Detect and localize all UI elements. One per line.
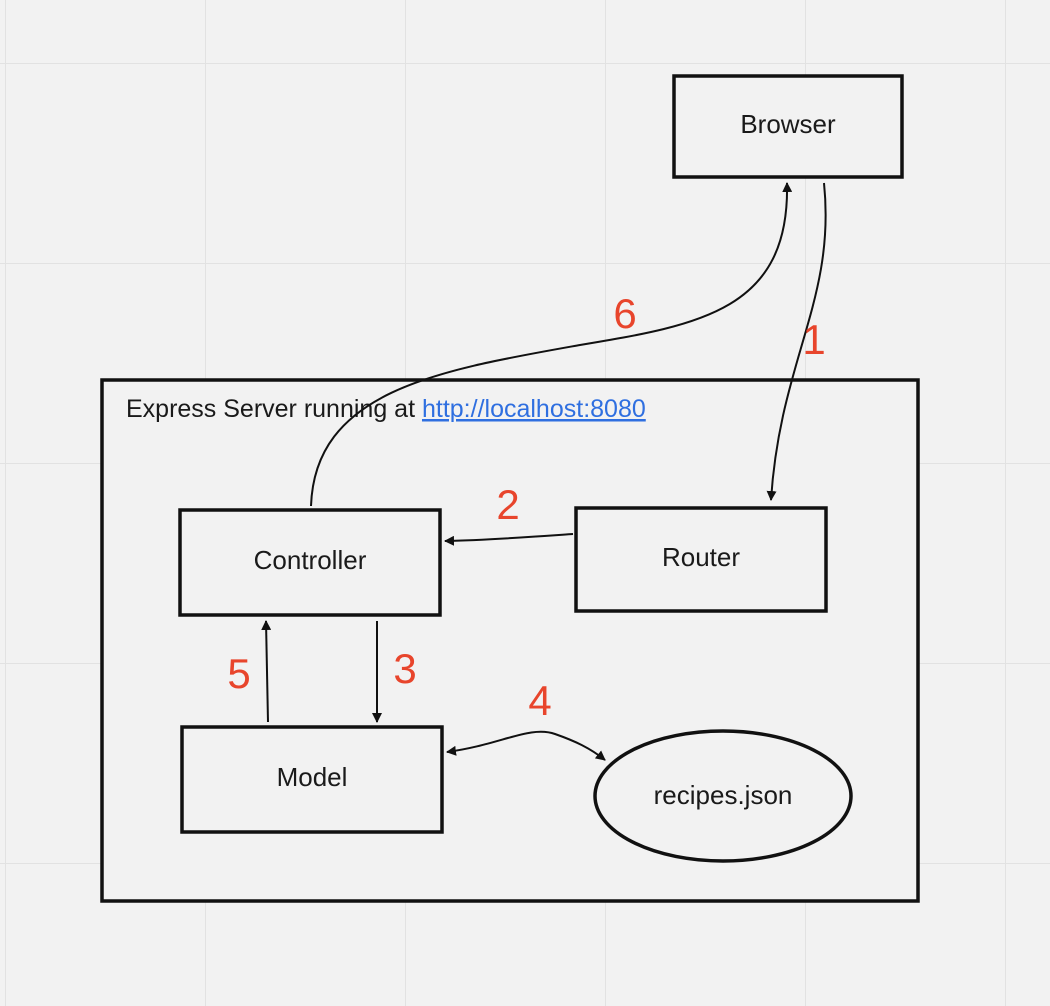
step-number-1: 1: [802, 316, 825, 363]
model-label: Model: [277, 762, 348, 792]
edge-browser-to-router: [766, 182, 827, 501]
edge-model-recipes: [446, 730, 606, 761]
server-title-prefix: Express Server running at: [126, 395, 422, 423]
controller-node: Controller: [178, 508, 442, 617]
browser-label: Browser: [740, 109, 836, 139]
router-label: Router: [662, 542, 740, 572]
edge-router-to-controller: [444, 533, 574, 546]
step-number-6: 6: [613, 290, 636, 337]
server-title: Express Server running at http://localho…: [126, 395, 646, 423]
browser-node: Browser: [672, 74, 904, 179]
server-url-link[interactable]: http://localhost:8080: [422, 395, 646, 423]
step-number-3: 3: [393, 645, 416, 692]
step-number-2: 2: [496, 481, 519, 528]
edge-model-to-controller: [261, 620, 272, 723]
edge-controller-to-browser: [310, 182, 793, 507]
router-node: Router: [574, 506, 828, 613]
controller-label: Controller: [254, 545, 367, 575]
recipes-json-label: recipes.json: [654, 780, 793, 810]
step-number-5: 5: [227, 650, 250, 697]
step-number-4: 4: [528, 677, 551, 724]
recipes-json-node: recipes.json: [593, 729, 853, 863]
model-node: Model: [180, 725, 444, 834]
